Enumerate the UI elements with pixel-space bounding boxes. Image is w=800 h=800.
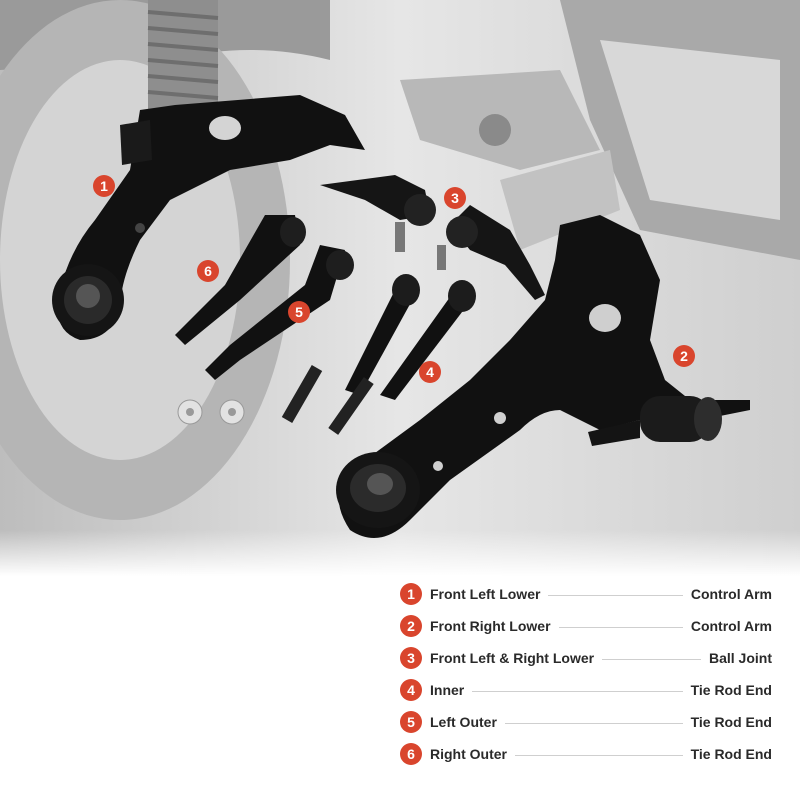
legend-number-badge: 3 [400, 647, 422, 669]
outer-tie-rod-right [175, 215, 306, 345]
legend-part: Control Arm [690, 618, 772, 634]
leader-line [558, 626, 683, 628]
legend-row: 4 Inner Tie Rod End [400, 674, 772, 706]
callout-5: 5 [288, 301, 310, 323]
legend-row: 3 Front Left & Right Lower Ball Joint [400, 642, 772, 674]
svg-text:4: 4 [426, 364, 434, 380]
svg-text:1: 1 [100, 178, 108, 194]
outer-tie-rod-left [205, 245, 354, 380]
legend-position: Front Right Lower [430, 618, 551, 634]
control-arm-right [336, 215, 750, 538]
legend-number-badge: 4 [400, 679, 422, 701]
callout-3: 3 [444, 187, 466, 209]
legend-number-badge: 5 [400, 711, 422, 733]
callout-1: 1 [93, 175, 115, 197]
legend-row: 2 Front Right Lower Control Arm [400, 610, 772, 642]
leader-line [504, 722, 683, 724]
legend-row: 6 Right Outer Tie Rod End [400, 738, 772, 770]
legend-position: Front Left & Right Lower [430, 650, 595, 666]
svg-text:6: 6 [204, 263, 212, 279]
inner-tie-rods [281, 274, 476, 435]
leader-line [602, 658, 701, 660]
legend-row: 1 Front Left Lower Control Arm [400, 578, 772, 610]
legend-part: Tie Rod End [690, 746, 772, 762]
svg-text:2: 2 [680, 348, 688, 364]
leader-line [548, 594, 683, 596]
ball-joints [320, 175, 545, 300]
legend-number-badge: 6 [400, 743, 422, 765]
legend-part: Ball Joint [708, 650, 772, 666]
leader-line [515, 754, 683, 756]
svg-text:3: 3 [451, 190, 459, 206]
legend-position: Right Outer [430, 746, 507, 762]
washers [177, 399, 245, 425]
control-arm-left [52, 95, 365, 340]
callout-6: 6 [197, 260, 219, 282]
legend-part: Tie Rod End [690, 682, 772, 698]
leader-line [472, 690, 683, 692]
legend-position: Left Outer [430, 714, 497, 730]
legend-part: Tie Rod End [690, 714, 772, 730]
callout-4: 4 [419, 361, 441, 383]
legend-number-badge: 1 [400, 583, 422, 605]
svg-text:5: 5 [295, 304, 303, 320]
legend-part: Control Arm [690, 586, 772, 602]
legend-position: Inner [430, 682, 465, 698]
legend-number-badge: 2 [400, 615, 422, 637]
parts-legend: 1 Front Left Lower Control Arm 2 Front R… [400, 578, 772, 770]
callout-2: 2 [673, 345, 695, 367]
legend-row: 5 Left Outer Tie Rod End [400, 706, 772, 738]
legend-position: Front Left Lower [430, 586, 541, 602]
